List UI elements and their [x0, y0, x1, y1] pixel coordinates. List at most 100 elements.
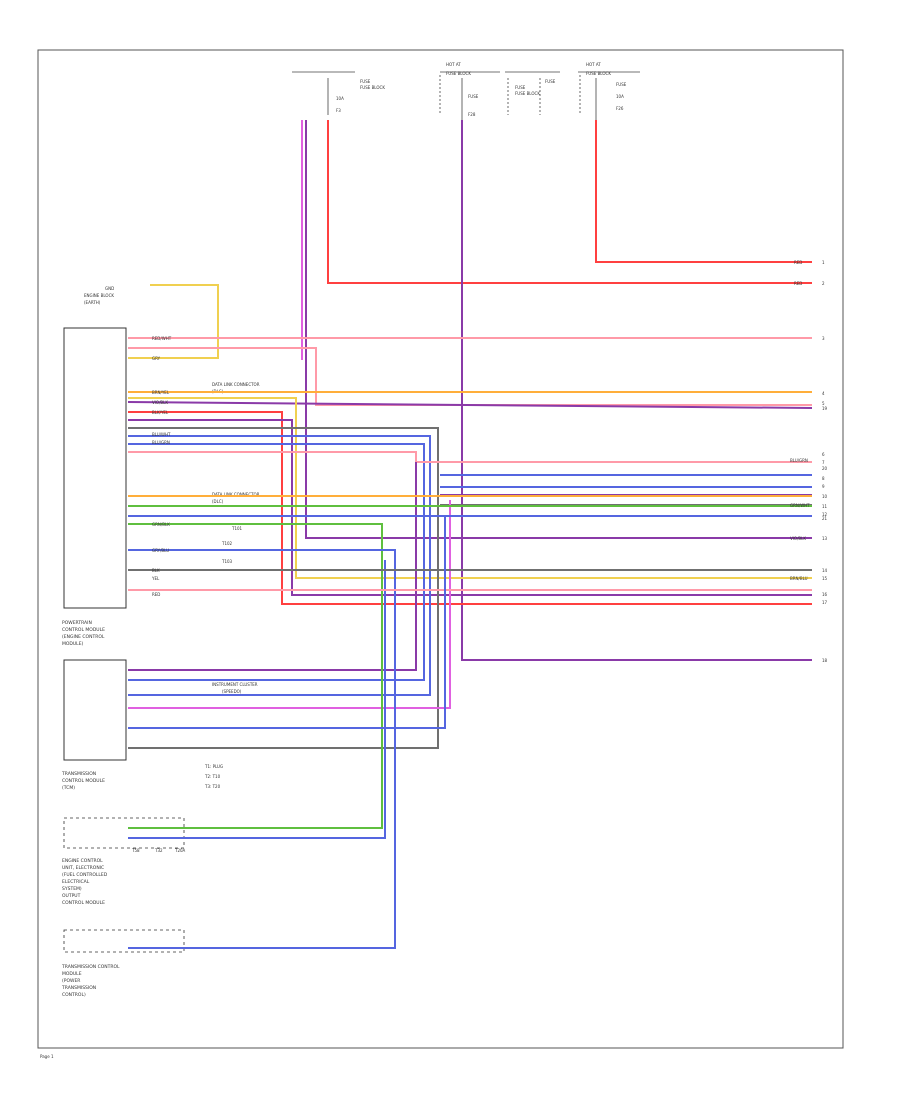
fuse-4-line-3: 10A — [616, 94, 624, 99]
transmission-control-module-box — [63, 659, 127, 761]
right-tag: 14 — [822, 568, 828, 573]
right-tag: 5 — [822, 401, 825, 406]
wire-label-top_red_1: RED — [794, 260, 802, 265]
page-label: Page 1 — [40, 1054, 54, 1059]
powertrain-control-caption: POWERTRAIN CONTROL MODULE (ENGINE CONTRO… — [62, 620, 105, 647]
pcm-wire-17 — [128, 549, 396, 949]
pcm-wire-5 — [128, 397, 812, 579]
svg-text:OUTPUT: OUTPUT — [62, 893, 81, 899]
svg-text:T103: T103 — [221, 559, 233, 564]
pcm-wire-18 — [128, 560, 386, 839]
fuse-1-line-3: 10A — [336, 96, 344, 101]
svg-text:CONTROL MODULE: CONTROL MODULE — [62, 900, 105, 906]
ground-label: GND ENGINE BLOCK (EARTH) — [84, 286, 114, 305]
svg-text:T58: T58 — [131, 848, 140, 853]
svg-text:T102: T102 — [221, 541, 233, 546]
svg-text:CONTROL MODULE: CONTROL MODULE — [62, 778, 105, 784]
svg-text:ENGINE BLOCK: ENGINE BLOCK — [84, 293, 114, 298]
svg-text:MODULE: MODULE — [62, 971, 82, 977]
right-tag: 11 — [822, 504, 828, 509]
bottom-pin-labels: T58 T32 T20A — [131, 848, 186, 853]
fuse-4-title: HOT AT — [586, 62, 601, 67]
wire-label-wire_d: VIO/BLK — [152, 400, 168, 405]
svg-text:(EARTH): (EARTH) — [84, 300, 101, 305]
fuse-1-line-1: FUSE — [360, 79, 371, 84]
pcm-wire-2 — [128, 347, 812, 406]
diagram-frame — [37, 49, 844, 1049]
svg-text:(ENGINE CONTROL: (ENGINE CONTROL — [62, 634, 105, 640]
right-tag: 3 — [822, 336, 825, 341]
right-tag: 13 — [822, 536, 828, 541]
pcm-wire-10 — [128, 443, 425, 681]
right-tag: 6 — [822, 452, 825, 457]
right-tag: 16 — [822, 592, 828, 597]
svg-text:DATA LINK CONNECTOR: DATA LINK CONNECTOR — [212, 382, 260, 387]
svg-text:T3: T20: T3: T20 — [204, 784, 221, 789]
wire-label-wire_o: GRN/WHT — [790, 503, 810, 508]
fuse-3-line-1: FUSE — [515, 85, 526, 90]
svg-text:(TCM): (TCM) — [62, 785, 75, 791]
engine-control-unit-box — [63, 817, 185, 849]
feed-wire-pcm-violet — [305, 120, 812, 539]
pcm-wire-6 — [128, 411, 812, 605]
pcm-wire-4 — [127, 401, 813, 409]
wire-label-wire_a: RED/WHT — [152, 336, 172, 341]
fuse-group-3: FUSE FUSE BLOCK FUSE — [505, 71, 560, 115]
pcm-wire-12 — [128, 462, 417, 671]
pcm-wire-7 — [128, 419, 812, 596]
transmission-output-box — [63, 929, 185, 953]
right-tag: 9 — [822, 484, 825, 489]
svg-text:CONTROL MODULE: CONTROL MODULE — [62, 627, 105, 633]
svg-text:T32: T32 — [154, 848, 163, 853]
svg-text:(POWER: (POWER — [62, 978, 80, 984]
svg-text:INSTRUMENT CLUSTER: INSTRUMENT CLUSTER — [212, 682, 258, 687]
wire-label-wire_e: BLK/YEL — [152, 410, 169, 415]
svg-text:T101: T101 — [231, 526, 243, 531]
powertrain-control-module-box — [63, 327, 127, 609]
fuse-group-4: HOT AT FUSE BLOCK FUSE 10A F26 — [578, 62, 640, 120]
right-tag: 21 — [822, 516, 828, 521]
right-tag: 8 — [822, 476, 825, 481]
wire-label-wire_f: BLU/WHT — [152, 432, 171, 437]
svg-text:GND: GND — [105, 286, 114, 291]
right-tag: 18 — [822, 658, 828, 663]
wire-label-wire_b: GRY — [152, 356, 161, 361]
wire-label-wire_n: BLU/GRN — [790, 458, 808, 463]
right-tag: 17 — [822, 600, 828, 605]
right-tag: 7 — [822, 460, 825, 465]
svg-text:UNIT, ELECTRONIC: UNIT, ELECTRONIC — [62, 865, 104, 871]
fuse-2-line-2: FUSE — [468, 94, 479, 99]
wire-label-wire_g: BLU/GRN — [152, 440, 170, 445]
svg-text:T20A: T20A — [174, 848, 186, 853]
fuse-group-1: FUSE FUSE BLOCK 10A F3 — [292, 71, 385, 115]
wire-layer — [127, 120, 813, 949]
svg-text:T2: T10: T2: T10 — [204, 774, 221, 779]
right-tag: 20 — [822, 466, 828, 471]
tcm-wire-1 — [128, 515, 446, 729]
feed-wire-f3 — [327, 120, 812, 284]
wire-label-layer: REDREDRED/WHTGRYBRN/YELVIO/BLKBLK/YELBLU… — [151, 260, 810, 597]
pcm-wire-11 — [128, 451, 812, 463]
svg-text:SYSTEM): SYSTEM) — [62, 886, 82, 892]
right-tag: 19 — [822, 406, 828, 411]
svg-text:TRANSMISSION: TRANSMISSION — [61, 771, 96, 777]
instrument-cluster-annotation: INSTRUMENT CLUSTER (SPEEDO) — [212, 682, 258, 694]
wire-label-wire_i: GRY/BLU — [152, 548, 169, 553]
wire-label-wire_c: BRN/YEL — [152, 390, 170, 395]
svg-text:T1: PLUG: T1: PLUG — [204, 764, 223, 769]
fuse-2-title: HOT AT — [446, 62, 461, 67]
svg-text:ENGINE CONTROL: ENGINE CONTROL — [62, 858, 103, 864]
svg-text:TRANSMISSION: TRANSMISSION — [61, 985, 96, 991]
data-link-annotation-2: DATA LINK CONNECTOR (DLC) — [212, 492, 260, 504]
splice-labels: T101 T102 T103 — [221, 526, 243, 564]
pcm-wire-9 — [128, 435, 431, 696]
fuse-group-2: HOT AT FUSE BLOCK FUSE F28 — [439, 62, 500, 120]
fuse-1-line-4: F3 — [336, 108, 341, 113]
fuse-1-line-2: FUSE BLOCK — [360, 85, 385, 90]
fuse-4-line-4: F26 — [616, 106, 624, 111]
right-tag: 10 — [822, 494, 828, 499]
wire-label-wire_p: BRN/BLU — [790, 576, 808, 581]
